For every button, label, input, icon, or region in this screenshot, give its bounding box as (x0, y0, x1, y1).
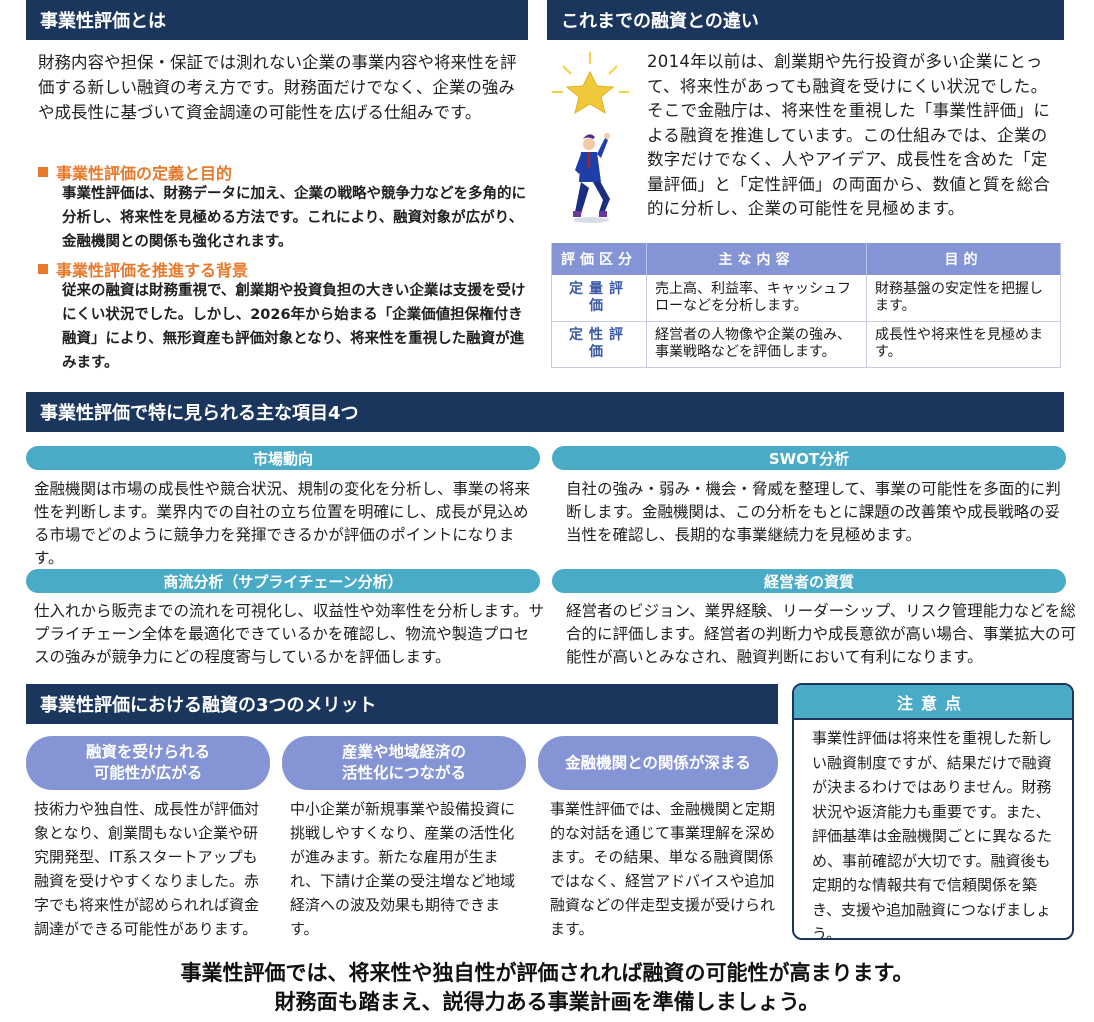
square-bullet-icon (38, 167, 48, 177)
market-trend-text: 金融機関は市場の成長性や競合状況、規制の変化を分析し、事業の将来性を判断します。… (34, 480, 531, 567)
section-title: 事業性評価とは (40, 11, 166, 32)
pill-label-line2: 活性化につながる (341, 764, 466, 782)
merit-text-financing-access: 技術力や独自性、成長性が評価対象となり、創業間もない企業や研究開発型、IT系スタ… (34, 800, 260, 938)
section-title: これまでの融資との違い (561, 11, 759, 32)
pill-label: 金融機関との関係が深まる (565, 753, 751, 772)
pill-label-line2: 可能性が広がる (93, 764, 203, 782)
pill-label: 市場動向 (252, 449, 313, 468)
closing-line-1: 事業性評価では、将来性や独自性が評価されれば融資の可能性が高まります。 (180, 961, 914, 985)
table-header: 主な内容 (646, 243, 867, 275)
table-cell-purpose: 財務基盤の安定性を把握します。 (866, 275, 1061, 322)
caution-box: 注意点 事業性評価は将来性を重視した新しい融資制度ですが、結果だけで融資が決まる… (792, 683, 1074, 940)
management-text: 経営者のビジョン、業界経験、リーダーシップ、リスク管理能力などを総合的に評価しま… (566, 602, 1076, 666)
section-title: 事業性評価で特に見られる主な項目4つ (40, 403, 359, 424)
evaluation-table: 評価区分 主な内容 目的 定量評価 売上高、利益率、キャッシュフローなどを分析し… (551, 243, 1061, 368)
merit-pill-financing-access: 融資を受けられる 可能性が広がる (26, 736, 270, 790)
businessman-icon (573, 133, 610, 223)
square-bullet-icon (38, 264, 48, 274)
table-header: 評価区分 (551, 243, 647, 275)
table-row: 定性評価 経営者の人物像や企業の強み、事業戦略などを評価します。 成長性や将来性… (551, 321, 1061, 368)
item-pill-supply-chain: 商流分析（サプライチェーン分析） (26, 569, 540, 593)
star-and-businessman-illustration (547, 44, 637, 234)
table-cell-content: 売上高、利益率、キャッシュフローなどを分析します。 (646, 275, 867, 322)
pill-label: 経営者の資質 (763, 572, 854, 591)
table-header: 目的 (866, 243, 1061, 275)
caution-text: 事業性評価は将来性を重視した新しい融資制度ですが、結果だけで融資が決まるわけでは… (812, 729, 1053, 940)
table-cell-category: 定性評価 (551, 321, 647, 368)
section-header-four-items: 事業性評価で特に見られる主な項目4つ (26, 392, 1064, 432)
table-header-row: 評価区分 主な内容 目的 (551, 243, 1061, 275)
background-text: 従来の融資は財務重視で、創業期や投資負担の大きい企業は支援を受けにくい状況でした… (62, 283, 526, 371)
table-cell-content: 経営者の人物像や企業の強み、事業戦略などを評価します。 (646, 321, 867, 368)
section-header-difference: これまでの融資との違い (547, 0, 1064, 40)
closing-line-2: 財務面も踏まえ、説得力ある事業計画を準備しましょう。 (274, 990, 820, 1014)
caution-title: 注意点 (896, 693, 969, 713)
supply-chain-text: 仕入れから販売までの流れを可視化し、収益性や効率性を分析します。サプライチェーン… (34, 602, 544, 666)
definition-text: 事業性評価は、財務データに加え、企業の戦略や競争力などを多角的に分析し、将来性を… (62, 186, 526, 250)
merit-text-regional-economy: 中小企業が新規事業や設備投資に挑戦しやすくなり、産業の活性化が進みます。新たな雇… (290, 800, 516, 938)
star-icon (552, 52, 629, 223)
table-cell-category: 定量評価 (551, 275, 647, 322)
item-pill-market-trend: 市場動向 (26, 446, 540, 470)
difference-text: 2014年以前は、創業期や先行投資が多い企業にとって、将来性があっても融資を受け… (647, 52, 1051, 218)
pill-label-line1: 融資を受けられる (85, 743, 210, 761)
pill-label: 商流分析（サプライチェーン分析） (163, 572, 403, 591)
merit-text-bank-relationship: 事業性評価では、金融機関と定期的な対話を通じて事業理解を深めます。その結果、単な… (550, 800, 776, 938)
subheading-label: 事業性評価の定義と目的 (56, 164, 233, 183)
section-header-what-is: 事業性評価とは (26, 0, 528, 40)
caution-header: 注意点 (794, 685, 1072, 720)
merit-pill-regional-economy: 産業や地域経済の 活性化につながる (282, 736, 526, 790)
swot-text: 自社の強み・弱み・機会・脅威を整理して、事業の可能性を多面的に判断します。金融機… (566, 480, 1061, 544)
merit-pill-bank-relationship: 金融機関との関係が深まる (538, 736, 778, 790)
section-header-merits: 事業性評価における融資の3つのメリット (26, 684, 778, 724)
item-pill-management: 経営者の資質 (552, 569, 1066, 593)
pill-label-line1: 産業や地域経済の (341, 743, 466, 761)
subheading-label: 事業性評価を推進する背景 (56, 261, 249, 280)
subheading-background: 事業性評価を推進する背景 (38, 257, 248, 281)
table-cell-purpose: 成長性や将来性を見極めます。 (866, 321, 1061, 368)
section-title: 事業性評価における融資の3つのメリット (40, 695, 377, 716)
item-pill-swot: SWOT分析 (552, 446, 1066, 470)
pill-label: SWOT分析 (768, 449, 850, 468)
subheading-definition: 事業性評価の定義と目的 (38, 160, 232, 184)
intro-text: 財務内容や担保・保証では測れない企業の事業内容や将来性を評価する新しい融資の考え… (38, 53, 517, 122)
table-row: 定量評価 売上高、利益率、キャッシュフローなどを分析します。 財務基盤の安定性を… (551, 275, 1061, 322)
